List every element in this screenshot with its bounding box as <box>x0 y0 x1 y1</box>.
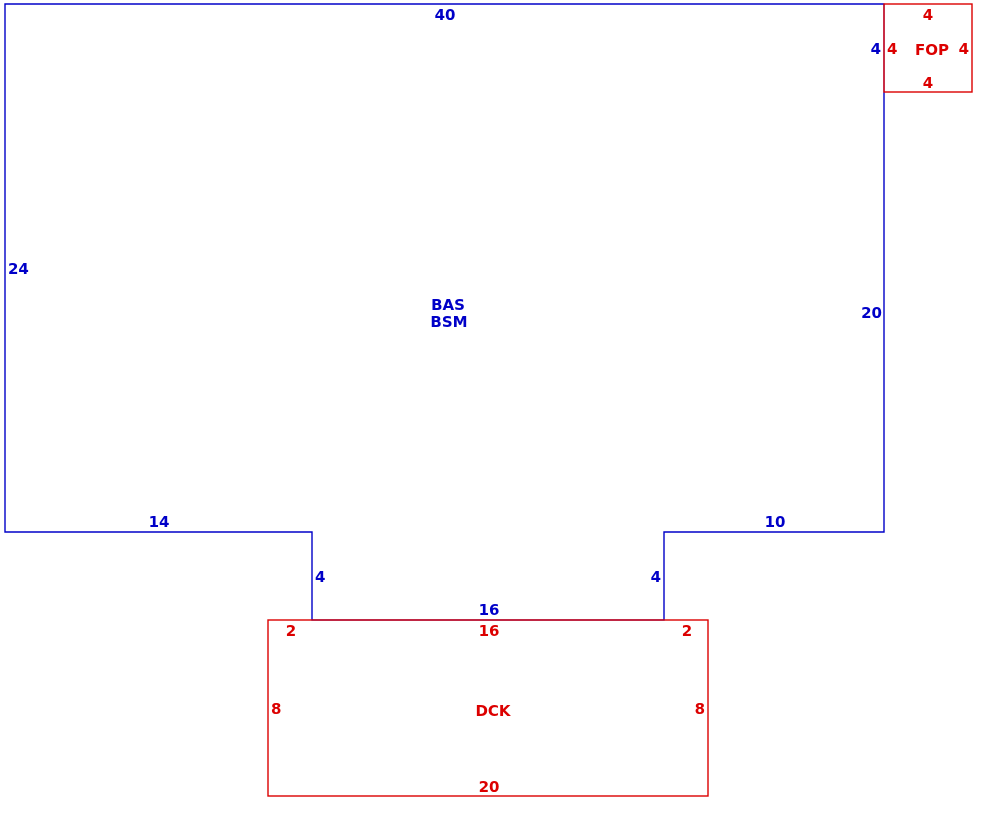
main-dim-bottom-left: 14 <box>149 513 170 531</box>
dck-dim-right: 8 <box>695 700 705 718</box>
main-dim-right: 20 <box>861 304 882 322</box>
fop-outline <box>883 3 973 93</box>
dck-outline <box>267 619 709 797</box>
main-code-bas: BAS <box>431 296 465 314</box>
main-dim-notch-right: 4 <box>651 568 661 586</box>
dck-dim-top-right: 2 <box>682 622 692 640</box>
dck-dim-top-left: 2 <box>286 622 296 640</box>
fop-dim-right: 4 <box>959 40 969 58</box>
fop-code: FOP <box>915 41 949 59</box>
dck-dim-top: 16 <box>479 622 500 640</box>
main-dim-bottom-right: 10 <box>765 513 786 531</box>
main-dim-right-upper: 4 <box>871 40 881 58</box>
dck-dim-bottom: 20 <box>479 778 500 796</box>
main-code-bsm: BSM <box>430 313 467 331</box>
dck-code: DCK <box>475 702 511 720</box>
fop-dim-bottom: 4 <box>923 74 933 92</box>
main-dim-left: 24 <box>8 260 29 278</box>
fop-dim-top: 4 <box>923 6 933 24</box>
main-dim-notch-left: 4 <box>315 568 325 586</box>
fop-dim-left: 4 <box>887 40 897 58</box>
dck-dim-left: 8 <box>271 700 281 718</box>
main-dim-notch-bottom: 16 <box>479 601 500 619</box>
main-dim-top: 40 <box>435 6 456 24</box>
